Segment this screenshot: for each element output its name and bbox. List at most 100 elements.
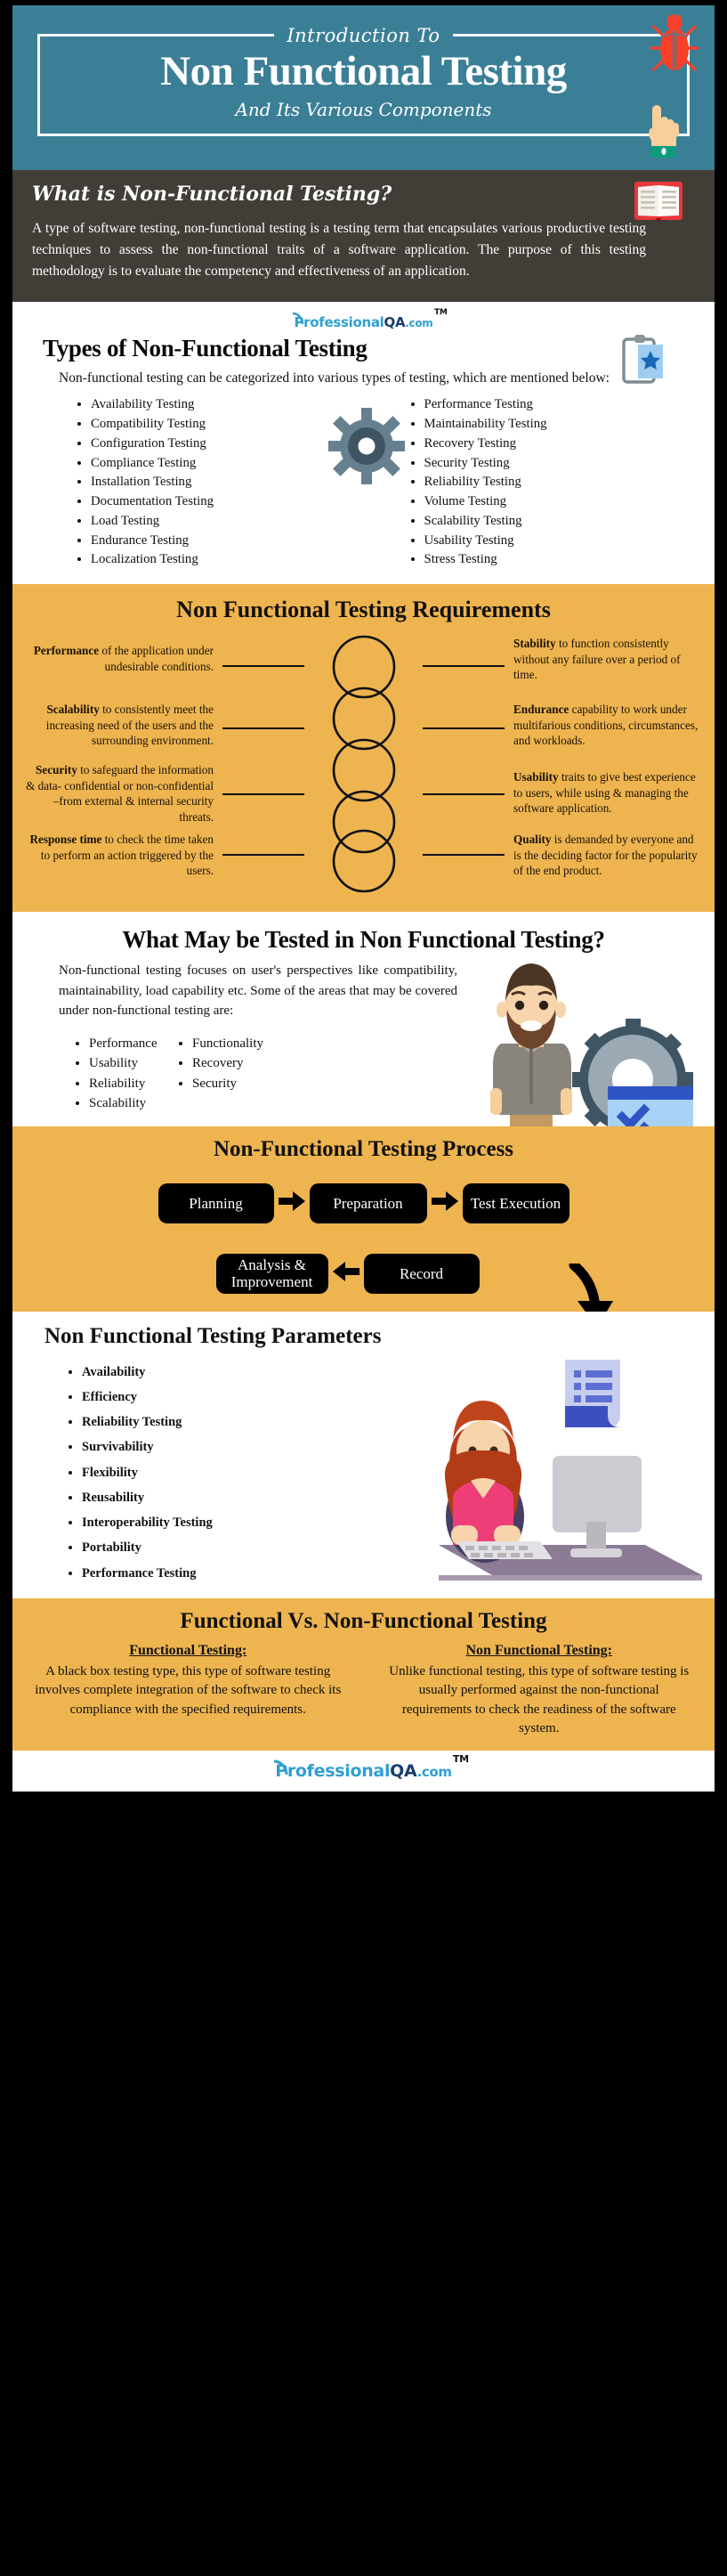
comparison-functional: Functional Testing: A black box testing … bbox=[12, 1643, 364, 1738]
process-step-preparation: Preparation bbox=[309, 1182, 427, 1223]
requirement-text: of the application under undesirable con… bbox=[99, 644, 214, 673]
types-lead: Non-functional testing can be categorize… bbox=[59, 370, 610, 386]
page-title: Non Functional Testing bbox=[160, 48, 567, 95]
comparison-title: Functional Vs. Non-Functional Testing bbox=[180, 1608, 547, 1633]
hero-subtitle: And Its Various Components bbox=[224, 98, 503, 120]
comparison-non-functional: Non Functional Testing: Unlike functiona… bbox=[364, 1643, 715, 1738]
definition-heading: What is Non-Functional Testing? bbox=[32, 183, 392, 206]
document-list-icon bbox=[565, 1359, 620, 1427]
what-tested-title: What May be Tested in Non Functional Tes… bbox=[122, 926, 605, 954]
requirement-item-endurance: Endurance capability to work under multi… bbox=[513, 702, 702, 749]
list-item: Efficiency bbox=[82, 1385, 715, 1410]
requirements-section: Non Functional Testing Requirements bbox=[12, 584, 715, 913]
definition-section: What is Non-Functional Testing? A type o… bbox=[12, 170, 715, 303]
requirement-item-quality: Quality is demanded by everyone and is t… bbox=[513, 832, 702, 879]
list-item: Recovery bbox=[192, 1053, 263, 1074]
requirement-term: Scalability bbox=[46, 703, 100, 717]
clipboard-star-icon bbox=[618, 332, 665, 392]
types-list-left: Availability Testing Compatibility Testi… bbox=[91, 395, 364, 570]
types-column-left: Availability Testing Compatibility Testi… bbox=[12, 395, 364, 570]
list-item: Scalability Testing bbox=[424, 512, 715, 532]
leader-line bbox=[423, 793, 505, 796]
requirement-text: to check the time taken to perform an ac… bbox=[40, 833, 214, 878]
requirement-item-stability: Stability to function consistently witho… bbox=[513, 636, 702, 683]
hero-kicker: Introduction To bbox=[274, 25, 453, 47]
process-flow-row-1: Planning Preparation Test Execution bbox=[12, 1182, 715, 1223]
list-item: Security bbox=[192, 1074, 263, 1094]
process-step-planning: Planning bbox=[158, 1182, 274, 1223]
leader-line bbox=[423, 727, 505, 730]
list-item: Survivability bbox=[82, 1434, 715, 1459]
logo-qa: QA bbox=[390, 1761, 417, 1782]
process-step-record: Record bbox=[363, 1253, 480, 1294]
leader-line bbox=[423, 665, 505, 668]
list-item: Usability Testing bbox=[424, 532, 715, 551]
leader-line bbox=[222, 793, 304, 796]
requirement-term: Usability bbox=[513, 770, 559, 784]
what-tested-columns: Performance Usability Reliability Scalab… bbox=[12, 1021, 715, 1114]
types-section: ProfessionalQA.com TM Types of Non-Funct… bbox=[12, 302, 715, 585]
leader-line bbox=[222, 854, 304, 857]
logo-prefix: Professional bbox=[294, 314, 384, 331]
process-step-analysis-improvement: Analysis & Improvement bbox=[215, 1253, 328, 1294]
process-title: Non-Functional Testing Process bbox=[213, 1136, 514, 1161]
what-tested-list-right: Functionality Recovery Security bbox=[192, 1034, 263, 1094]
professionalqa-logo-footer[interactable]: ProfessionalQA.com TM bbox=[274, 1753, 469, 1782]
list-item: Localization Testing bbox=[91, 550, 364, 570]
requirement-text: to consistently meet the increasing need… bbox=[45, 703, 214, 748]
parameters-section: Non Functional Testing Parameters Availa… bbox=[12, 1311, 715, 1598]
woman-at-computer-illustration bbox=[439, 1351, 706, 1589]
comparison-left-body: A black box testing type, this type of s… bbox=[35, 1663, 342, 1717]
footer-section: ProfessionalQA.com TM bbox=[12, 1751, 715, 1792]
list-item: Performance bbox=[89, 1034, 173, 1054]
list-item: Availability Testing bbox=[91, 395, 364, 415]
logo-suffix: .com bbox=[405, 317, 433, 330]
list-item: Volume Testing bbox=[424, 492, 715, 512]
requirements-title: Non Functional Testing Requirements bbox=[176, 597, 551, 623]
what-tested-column-right: Functionality Recovery Security bbox=[173, 1034, 263, 1114]
list-item: Security Testing bbox=[424, 454, 715, 474]
logo-arc-icon bbox=[272, 1757, 289, 1780]
list-item: Portability bbox=[82, 1535, 715, 1560]
logo-tm: TM bbox=[434, 308, 448, 318]
process-section: Non-Functional Testing Process Planning … bbox=[12, 1125, 715, 1328]
list-item: Compliance Testing bbox=[91, 454, 364, 474]
list-item: Maintainability Testing bbox=[424, 415, 715, 435]
leader-line bbox=[222, 665, 304, 668]
definition-body: A type of software testing, non-function… bbox=[32, 221, 646, 280]
logo-qa: QA bbox=[384, 314, 406, 331]
hero-banner: Introduction To Non Functional Testing A… bbox=[12, 5, 715, 170]
requirement-text: traits to give best experience to users,… bbox=[513, 770, 696, 816]
what-tested-section: What May be Tested in Non Functional Tes… bbox=[12, 912, 715, 1166]
comparison-right-heading: Non Functional Testing: bbox=[465, 1642, 612, 1658]
parameters-list: Availability Efficiency Reliability Test… bbox=[12, 1349, 715, 1586]
process-step-test-execution: Test Execution bbox=[462, 1182, 569, 1223]
comparison-columns: Functional Testing: A black box testing … bbox=[12, 1643, 715, 1738]
requirement-term: Stability bbox=[513, 637, 556, 651]
leader-line bbox=[423, 854, 505, 857]
logo-prefix: Professional bbox=[275, 1761, 391, 1782]
arrow-left-icon bbox=[328, 1261, 364, 1286]
requirement-term: Performance bbox=[33, 644, 100, 658]
requirement-text: capability to work under multifarious co… bbox=[513, 703, 699, 748]
logo-suffix: .com bbox=[416, 1764, 452, 1781]
requirement-term: Quality bbox=[513, 833, 552, 847]
what-tested-list-left: Performance Usability Reliability Scalab… bbox=[89, 1034, 173, 1114]
list-item: Interoperability Testing bbox=[82, 1510, 715, 1535]
list-item: Compatibility Testing bbox=[91, 415, 364, 435]
list-item: Usability bbox=[89, 1053, 173, 1074]
list-item: Reliability Testing bbox=[424, 473, 715, 492]
list-item: Recovery Testing bbox=[424, 435, 715, 454]
list-item: Endurance Testing bbox=[91, 532, 364, 551]
list-item: Configuration Testing bbox=[91, 435, 364, 454]
list-item: Reliability bbox=[89, 1074, 173, 1094]
types-list-right: Performance Testing Maintainability Test… bbox=[424, 395, 715, 570]
types-columns: Availability Testing Compatibility Testi… bbox=[12, 392, 715, 570]
list-item: Stress Testing bbox=[424, 550, 715, 570]
requirement-item-performance: Performance of the application under und… bbox=[25, 643, 214, 674]
arrow-right-icon bbox=[427, 1190, 463, 1215]
leader-line bbox=[222, 727, 304, 730]
types-title: Types of Non-Functional Testing bbox=[43, 335, 368, 362]
list-item: Documentation Testing bbox=[91, 492, 364, 512]
